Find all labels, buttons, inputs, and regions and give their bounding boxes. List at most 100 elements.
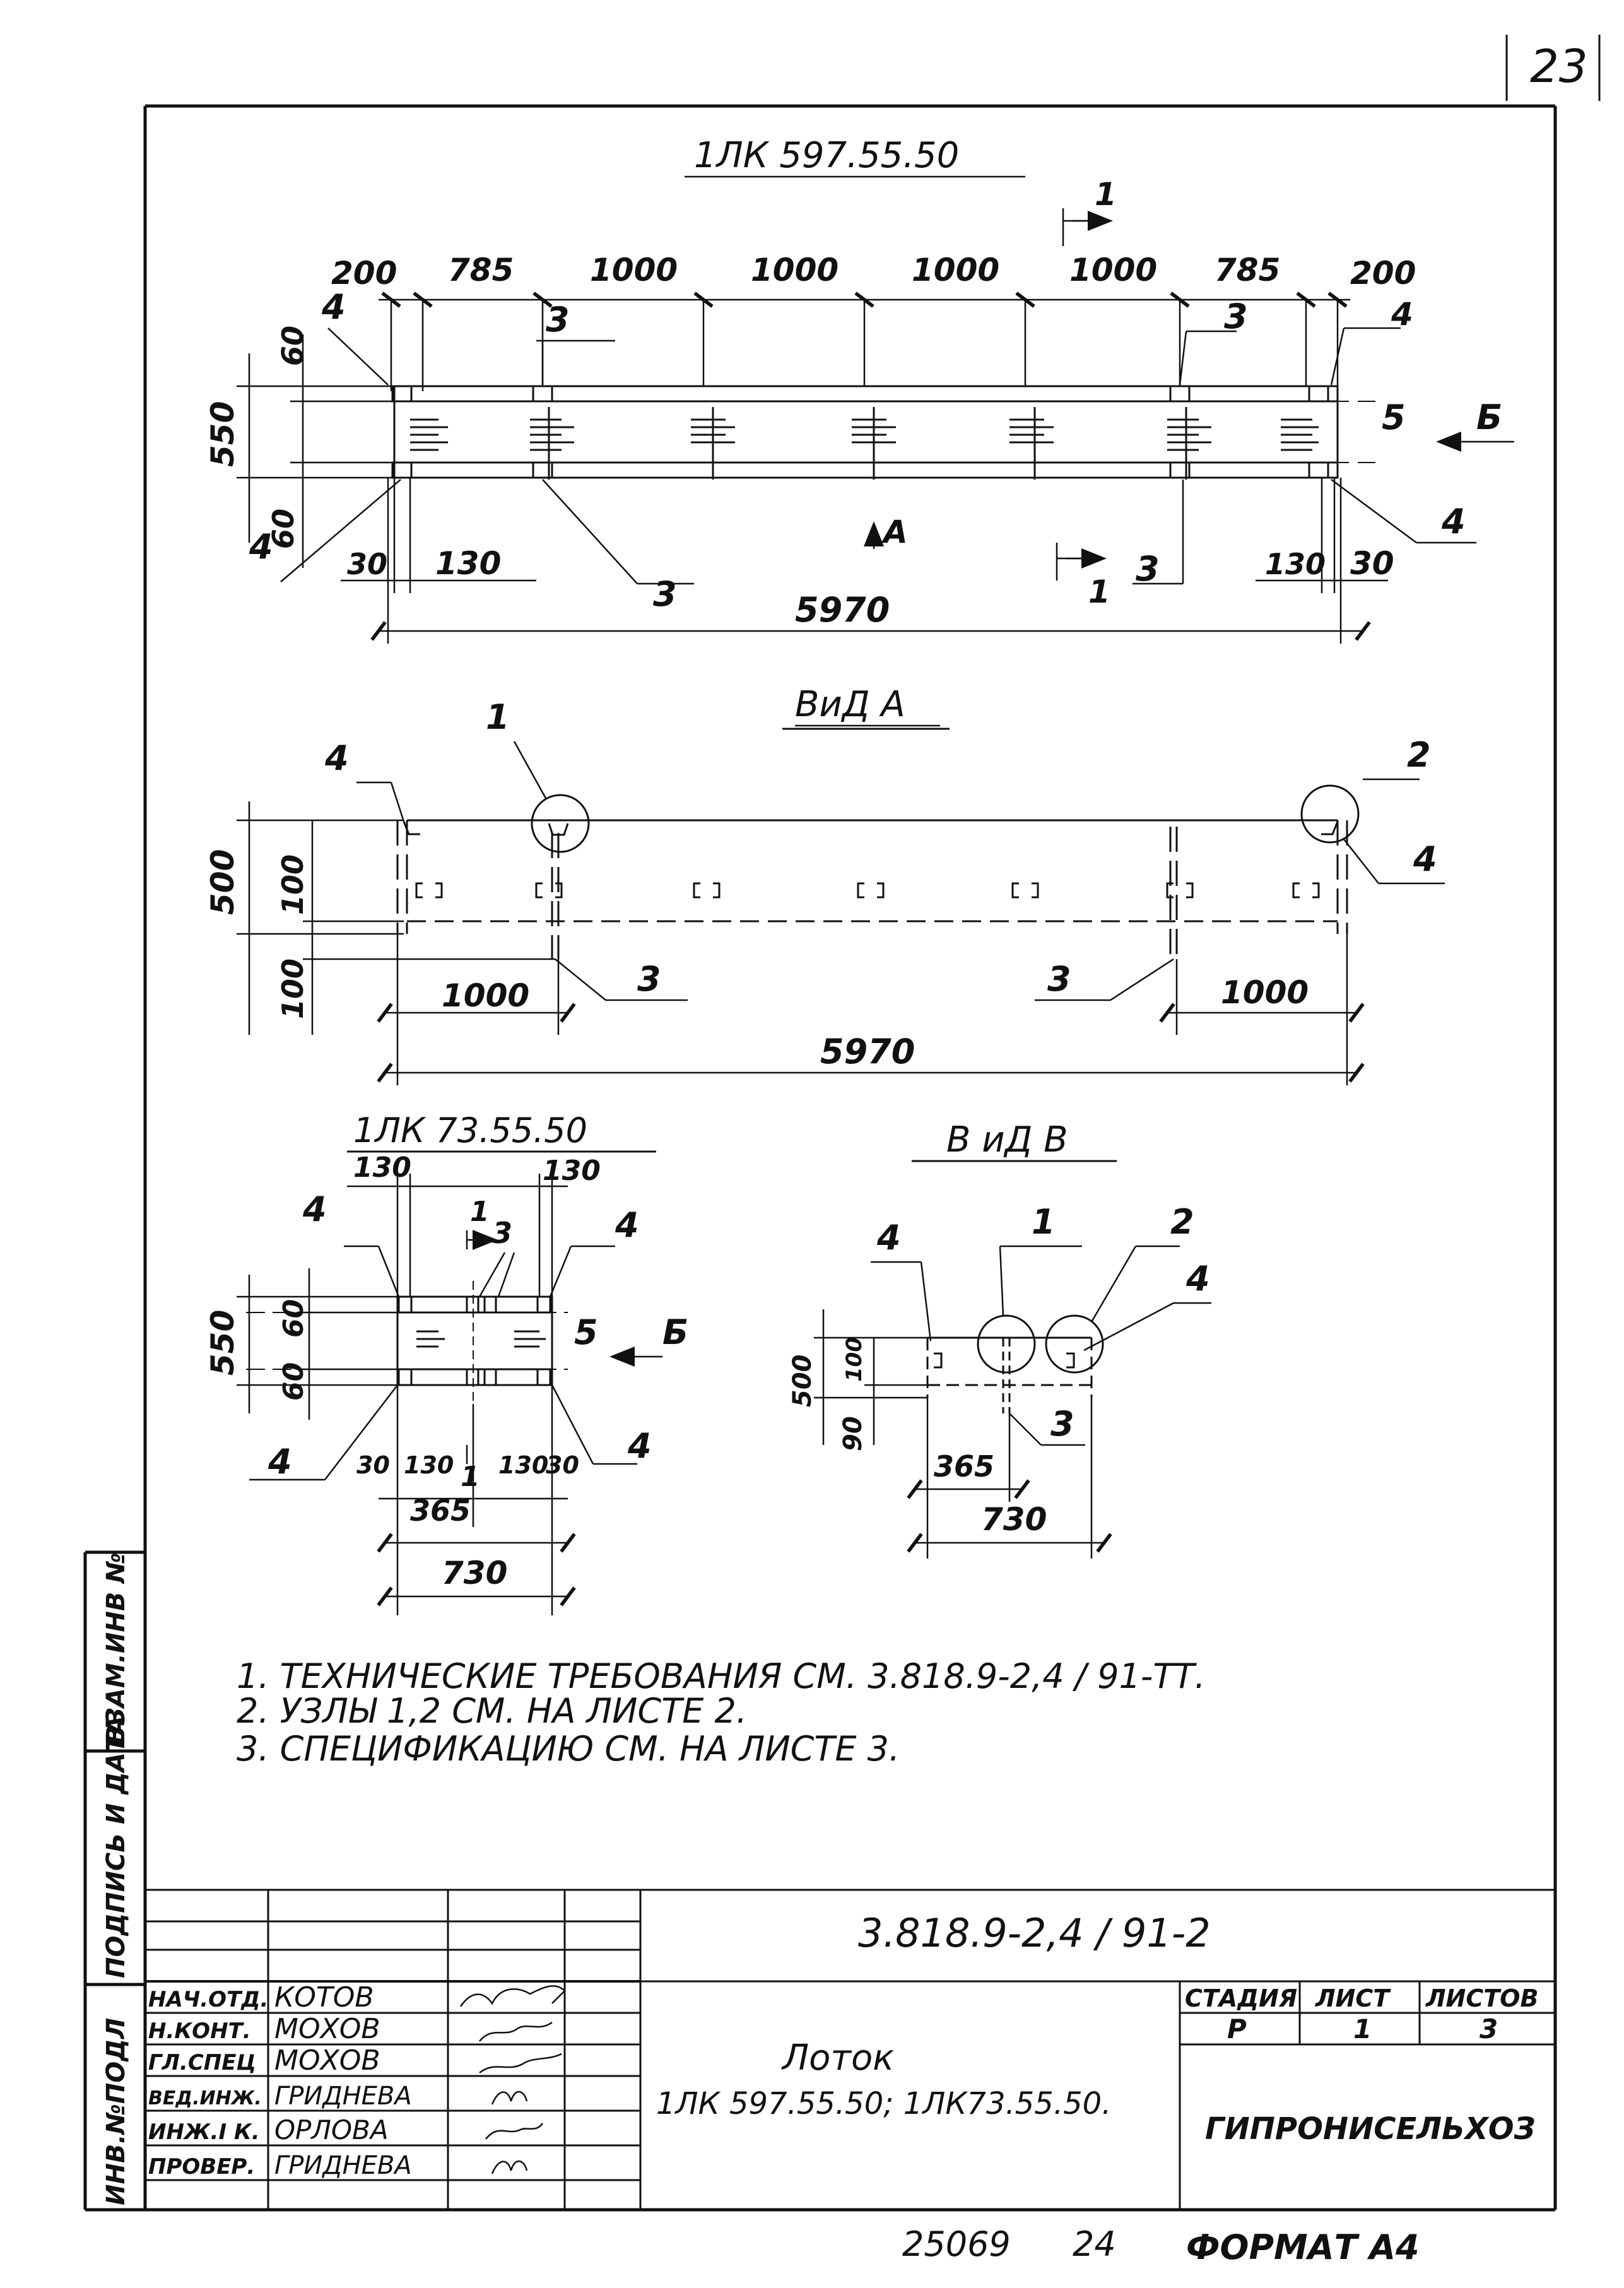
top-total-dim: 5970 [795,590,890,630]
small-half-dim: 365 [410,1494,471,1528]
role-0: НАЧ.ОТД. [148,1987,268,2012]
view-b-outline [912,1160,1117,1413]
small-callout-4b: 4 [615,1205,639,1245]
section-mark-bottom: 1 [1088,574,1110,610]
top-edge-dim-bottom: 60 [266,509,300,549]
top-edge-dim-top: 60 [276,326,310,366]
sheet-header: ЛИСТ [1315,1984,1391,2012]
top-dim-4: 1000 [751,252,838,288]
view-a-bottom-dim: 100 [276,958,310,1019]
top-dim-1: 200 [331,255,397,292]
sheet-value: 1 [1353,2014,1372,2044]
top-dim-8: 200 [1350,255,1416,292]
stage-header: СТАДИЯ [1185,1984,1297,2012]
section-mark-top: 1 [1095,176,1117,213]
top-right-gap-dim: 130 [1265,547,1326,581]
footer-copy: 24 [1073,2224,1116,2264]
name-1: МОХОВ [274,2013,380,2045]
small-callout-3: 3 [492,1216,512,1250]
top-dim-7: 785 [1215,252,1280,288]
small-b130b-dim: 130 [498,1451,548,1479]
name-3: ГРИДНЕВА [274,2082,412,2111]
doc-code: 3.818.9-2,4 / 91-2 [858,1910,1211,1956]
small-callout-4d: 4 [627,1426,652,1466]
view-b-callout-4b: 4 [1186,1259,1210,1299]
top-view-slots [391,385,1329,479]
top-callout-5: 5 [1382,398,1406,437]
small-b30a-dim: 30 [356,1451,390,1479]
small-view-b-mark: Б [662,1312,688,1352]
page-number-box [1505,35,1601,101]
stage-value: Р [1227,2014,1247,2044]
name-2: МОХОВ [274,2044,380,2077]
top-callout-3b: 3 [1224,297,1248,336]
drawing-frame [83,104,1557,2212]
role-5: ПРОВЕР. [148,2154,255,2179]
top-right-small-dim: 30 [1350,545,1394,582]
small-section-bottom: 1 [461,1461,480,1493]
sheets-header: ЛИСТОВ [1425,1984,1538,2012]
view-a-node-2: 2 [1407,735,1431,775]
side-stamp-sign: ПОДПИСЬ И ДАТА [102,1716,131,1978]
top-callout-3c: 3 [653,574,677,614]
top-height-dim: 550 [204,401,241,467]
small-top-left-dim: 130 [353,1152,411,1184]
small-b130a-dim: 130 [404,1451,454,1479]
view-b-title: В иД В [946,1119,1068,1160]
top-view-hatch-marks [410,407,1319,480]
top-view-b-mark: Б [1476,398,1502,437]
side-stamp-inv: ИНВ.№ПОДЛ [102,2018,131,2205]
small-total-dim: 730 [442,1555,507,1591]
view-a-dimension-lines [237,801,1365,1085]
small-edge-top-dim: 60 [278,1299,310,1338]
role-3: ВЕД.ИНЖ. [148,2087,262,2109]
page-number: 23 [1530,40,1588,93]
side-stamp-vzam: ВЗАМ.ИНВ № [102,1553,131,1745]
small-view-dimension-lines [237,1174,576,1615]
name-5: ГРИДНЕВА [274,2151,412,2180]
signatures [459,1985,566,2174]
view-a-left-span: 1000 [442,977,529,1014]
top-callout-4a: 4 [321,287,346,327]
name-4: ОРЛОВА [274,2114,389,2145]
top-view-leaders [280,175,1514,585]
top-callout-4b: 4 [1391,296,1413,333]
view-a-callout-3b: 3 [1047,959,1071,999]
view-a-callout-3a: 3 [637,959,661,999]
view-b-leaders [871,1245,1211,1446]
role-4: ИНЖ.I К. [148,2120,260,2145]
view-a-callout-4b: 4 [1413,839,1437,879]
top-left-gap-dim: 130 [435,545,501,582]
top-callout-3d: 3 [1136,549,1160,589]
top-dim-2: 785 [448,252,514,288]
organization: ГИПРОНИСЕЛЬХОЗ [1205,2111,1536,2147]
top-callout-3a: 3 [546,300,570,339]
role-2: ГЛ.СПЕЦ [148,2050,256,2075]
small-section-top: 1 [470,1196,490,1228]
note-1: 1. ТЕХНИЧЕСКИЕ ТРЕБОВАНИЯ СМ. 3.818.9-2,… [237,1656,1206,1696]
top-view-a-mark: А [881,514,908,550]
small-edge-bottom-dim: 60 [278,1362,310,1401]
small-view-title: 1ЛК 73.55.50 [353,1111,587,1150]
small-callout-5: 5 [574,1312,598,1352]
product-codes: 1ЛК 597.55.50; 1ЛК73.55.50. [656,2086,1111,2121]
view-a-callout-4a: 4 [324,738,349,778]
small-callout-4c: 4 [268,1442,292,1482]
view-a-outline [396,728,1360,959]
view-a-total: 5970 [820,1032,915,1071]
top-dim-6: 1000 [1069,252,1157,288]
view-b-dimension-lines [814,1309,1112,1559]
view-b-bottom-dim: 90 [838,1416,868,1451]
role-1: Н.КОНТ. [148,2019,251,2044]
top-callout-4d: 4 [249,527,273,567]
small-b30b-dim: 30 [546,1451,579,1479]
view-a-right-span: 1000 [1221,974,1309,1011]
view-a-pockets [415,882,1320,899]
view-b-total-dim: 730 [981,1501,1047,1538]
footer-format: ФОРМАТ А4 [1186,2227,1420,2267]
view-b-callout-1: 1 [1032,1202,1056,1242]
view-a-inner-dim: 100 [276,854,310,915]
title-block-grid [145,1889,1555,2210]
top-dim-3: 1000 [590,252,678,288]
